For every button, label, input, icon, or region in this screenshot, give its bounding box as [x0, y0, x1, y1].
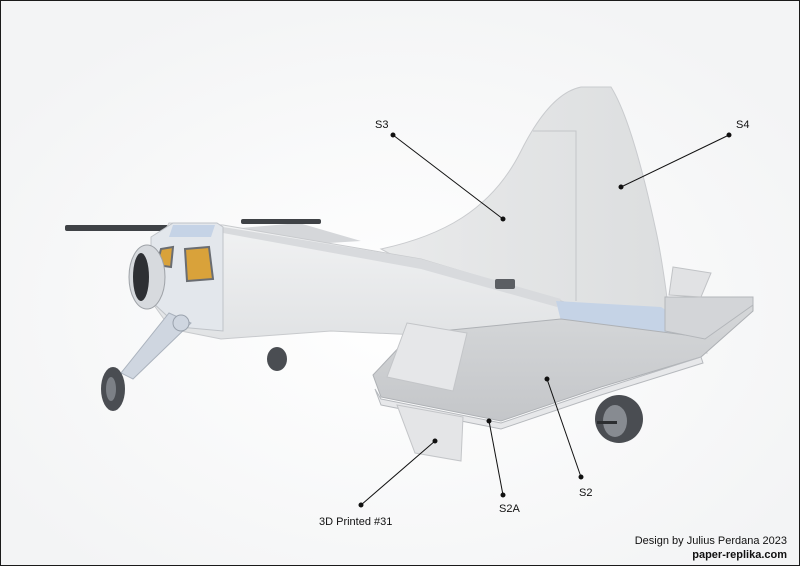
antenna-mount [495, 279, 515, 289]
fuselage-spine [223, 227, 561, 307]
stabilizer-right-tip [664, 296, 754, 340]
gun-barrel-left [65, 225, 183, 231]
label-s2a: S2A [499, 503, 520, 515]
leader-line-s4 [620, 134, 730, 188]
main-wheel-left-hub [106, 377, 116, 401]
leader-lines [358, 132, 732, 508]
engine-intake [133, 253, 149, 301]
elevator-horn [668, 266, 712, 298]
cockpit-window-right [183, 245, 215, 283]
leader-line-printed [360, 440, 436, 506]
leader-dot-s2a [486, 418, 492, 424]
label-3d-printed: 3D Printed #31 [319, 516, 393, 528]
leader-dot-s2-end [578, 474, 584, 480]
printed-ventral-fin [396, 404, 464, 462]
website-credit: paper-replika.com [692, 549, 787, 561]
gear-hub-fitting [172, 314, 190, 332]
leader-dot-s3 [500, 216, 506, 222]
leader-dot-printed-end [358, 502, 364, 508]
leader-dot-s4 [618, 184, 624, 190]
leader-line-s2 [546, 378, 582, 478]
gun-barrel-right [241, 219, 321, 224]
rudder-hinge-line [533, 130, 577, 301]
vertical-tail-fin [379, 86, 670, 314]
leader-dot-s4-start [726, 132, 732, 138]
designer-credit: Design by Julius Perdana 2023 [634, 535, 787, 547]
leader-dot-printed [432, 438, 438, 444]
tail-wheel-axle [597, 421, 617, 424]
endplate-upper [386, 322, 468, 392]
label-s3: S3 [375, 119, 389, 131]
leader-line-s2a [488, 420, 504, 496]
leader-dot-s2 [544, 376, 550, 382]
leader-line-s3 [392, 134, 504, 220]
canopy-frame [169, 225, 215, 237]
leader-dot-s3-start [390, 132, 396, 138]
leader-dot-s2a-end [500, 492, 506, 498]
main-wheel-right [267, 347, 287, 371]
label-s4: S4 [736, 119, 750, 131]
label-s2: S2 [579, 487, 593, 499]
